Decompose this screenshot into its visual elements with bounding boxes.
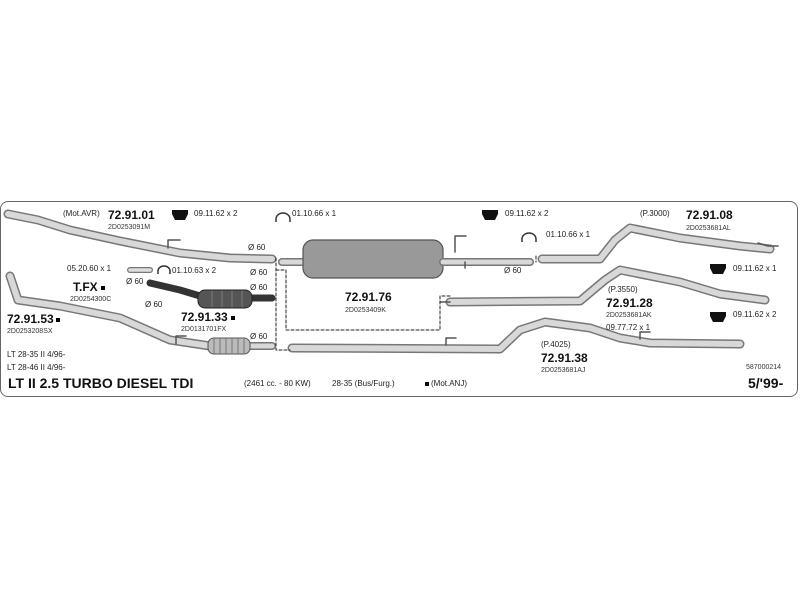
diameter-label: Ø 60: [248, 243, 266, 252]
middle-silencer-number: 72.91.76: [345, 290, 392, 304]
vehicle-title: LT II 2.5 TURBO DIESEL TDI: [8, 375, 194, 391]
rubber-mount-icon: [482, 210, 498, 220]
hardware-label: 09.11.62 x 2: [194, 209, 238, 218]
front-pipe-a-code: 2D0253091M: [108, 224, 151, 231]
model-note: LT 28-35 II 4/96-: [7, 350, 66, 359]
diameter-label: Ø 60: [250, 268, 268, 277]
rear-pipe-3000-code: 2D0253681AL: [686, 225, 731, 232]
hardware-label: 01.10.63 x 2: [172, 266, 217, 275]
rubber-mount-icons: [172, 210, 726, 322]
diameter-label: Ø 60: [145, 300, 163, 309]
rear-pipe-72-91-28: [439, 265, 770, 307]
rubber-mount-icon: [710, 264, 726, 274]
engine-spec: (2461 cc. - 80 KW): [244, 379, 311, 388]
model-note: LT 28-46 II 4/96-: [7, 363, 66, 372]
rubber-mount-icon: [172, 210, 188, 220]
clamp-icon: [521, 232, 537, 242]
rear-pipe-4025-note: (P.4025): [541, 340, 571, 349]
catalyst-72-91-33: [146, 279, 276, 309]
marker-square: [425, 381, 429, 386]
rear-pipe-72-91-38: [287, 317, 745, 354]
front-pipe-a: [3, 209, 277, 264]
diameter-label: Ø 60: [126, 277, 144, 286]
catalyst-number: 72.91.33: [181, 311, 237, 323]
marker-square: [231, 315, 236, 320]
diameter-label: Ø 60: [250, 332, 268, 341]
hardware-label: 09.11.62 x 2: [733, 310, 777, 319]
rear-pipe-3550-note: (P.3550): [608, 285, 638, 294]
hardware-label: 05.20.60 x 1: [67, 264, 112, 273]
hardware-label: 09.11.62 x 1: [733, 264, 777, 273]
rear-pipe-4025-code: 2D0253681AJ: [541, 367, 586, 374]
diameter-label: Ø 60: [504, 266, 522, 275]
hardware-label: 09.11.62 x 2: [505, 209, 549, 218]
front-pipe-b: [5, 271, 276, 351]
front-pipe-a-note: (Mot.AVR): [63, 209, 100, 218]
middle-silencer-code: 2D0253409K: [345, 307, 386, 314]
rear-pipe-3000-number: 72.91.08: [686, 208, 733, 222]
rear-pipe-3000-note: (P.3000): [640, 209, 670, 218]
hardware-label: 01.10.66 x 1: [292, 209, 337, 218]
marker-square: [101, 285, 106, 290]
variant-spec: 28-35 (Bus/Furg.): [332, 379, 395, 388]
front-pipe-a-number: 72.91.01: [108, 208, 155, 222]
catalog-code: 587000214: [746, 364, 782, 371]
rear-pipe-3550-code: 2D0253681AK: [606, 312, 652, 319]
diameter-label: Ø 60: [250, 283, 268, 292]
catalyst-code: 2D0131701FX: [181, 326, 227, 333]
hardware-label: 09.77.72 x 1: [606, 323, 651, 332]
connector-lines: [275, 255, 537, 351]
catalyst-lower: [207, 337, 251, 355]
tfx-number: T.FX: [73, 281, 107, 293]
front-pipe-b-number: 72.91.53: [7, 313, 62, 325]
front-pipe-b-code: 2D0253208SX: [7, 328, 53, 335]
marker-square: [55, 317, 60, 322]
engine-code: (Mot.ANJ): [425, 380, 467, 388]
clamp-icon: [157, 265, 171, 274]
clamp-icons: [157, 212, 537, 274]
middle-silencer: [278, 235, 534, 279]
rear-pipe-4025-number: 72.91.38: [541, 351, 588, 365]
rear-pipe-72-91-08: [537, 223, 779, 264]
tfx-code: 2D0254300C: [70, 296, 112, 303]
rubber-mount-icon: [710, 312, 726, 322]
rear-pipe-3550-number: 72.91.28: [606, 296, 653, 310]
date-range: 5/'99-: [748, 375, 784, 391]
hardware-label: 01.10.66 x 1: [546, 230, 591, 239]
clamp-icon: [275, 212, 291, 222]
